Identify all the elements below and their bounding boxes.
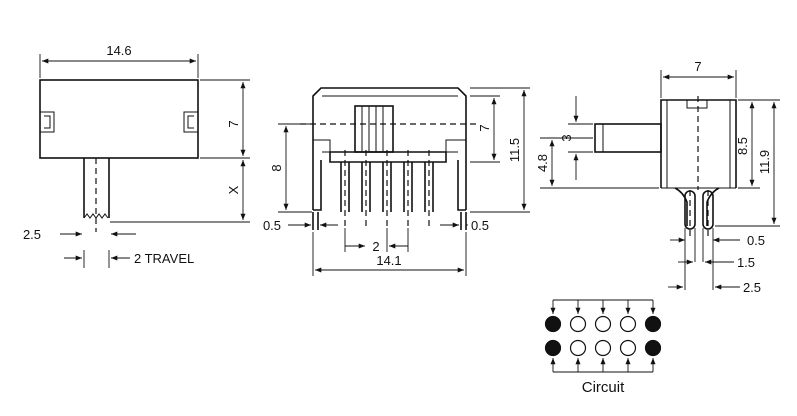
circuit-diagram: Circuit xyxy=(544,299,662,396)
circuit-contact-open xyxy=(619,315,637,333)
circuit-contact-open xyxy=(594,339,612,357)
end-knob xyxy=(594,123,662,153)
end-left-pin xyxy=(684,190,696,230)
side-pin-right-label: 0.5 xyxy=(471,218,489,233)
front-left-clip xyxy=(40,111,55,133)
side-pitch-label: 2 xyxy=(372,239,379,254)
end-height-11-9-label: 11.9 xyxy=(757,150,772,174)
circuit-contact-filled xyxy=(544,315,562,333)
front-right-clip xyxy=(183,111,198,133)
side-height-8-label: 8 xyxy=(269,164,284,171)
front-body xyxy=(39,79,199,159)
side-height-7-label: 7 xyxy=(477,124,492,131)
circuit-contact-open xyxy=(569,315,587,333)
circuit-contact-filled xyxy=(544,339,562,357)
front-x-label: X xyxy=(226,185,241,194)
side-body xyxy=(312,87,467,210)
end-height-8-5-label: 8.5 xyxy=(735,137,750,155)
circuit-contact-filled xyxy=(644,315,662,333)
circuit-contact-open xyxy=(594,315,612,333)
circuit-contact-open xyxy=(619,339,637,357)
end-width-label: 7 xyxy=(694,59,701,74)
front-height-label: 7 xyxy=(226,120,241,127)
end-view: 7 3 4.8 8.5 11.9 0.5 1.5 xyxy=(535,59,780,295)
front-actuator xyxy=(83,158,110,218)
front-pin-width-label: 2.5 xyxy=(23,227,41,242)
side-knob xyxy=(354,105,394,153)
end-knob-height-label: 4.8 xyxy=(535,154,550,172)
side-legs xyxy=(312,212,467,230)
end-right-pin xyxy=(702,190,714,230)
front-view: 14.6 7 X 2.5 2 TRAVEL xyxy=(23,43,250,268)
side-height-11-5-label: 11.5 xyxy=(507,138,522,162)
circuit-label: Circuit xyxy=(582,379,625,396)
circuit-contact-open xyxy=(569,339,587,357)
front-width-label: 14.6 xyxy=(106,43,131,58)
end-pin-15-label: 1.5 xyxy=(737,255,755,270)
end-pin-05-label: 0.5 xyxy=(747,233,765,248)
end-body xyxy=(660,99,737,188)
end-pin-25-label: 2.5 xyxy=(743,280,761,295)
front-actuator-break xyxy=(83,213,109,219)
front-travel-label: 2 TRAVEL xyxy=(134,251,194,266)
side-width-label: 14.1 xyxy=(376,253,401,268)
circuit-contact-filled xyxy=(644,339,662,357)
side-view: 8 7 11.5 0.5 0.5 2 14.1 xyxy=(263,87,530,276)
side-pin-left-label: 0.5 xyxy=(263,218,281,233)
